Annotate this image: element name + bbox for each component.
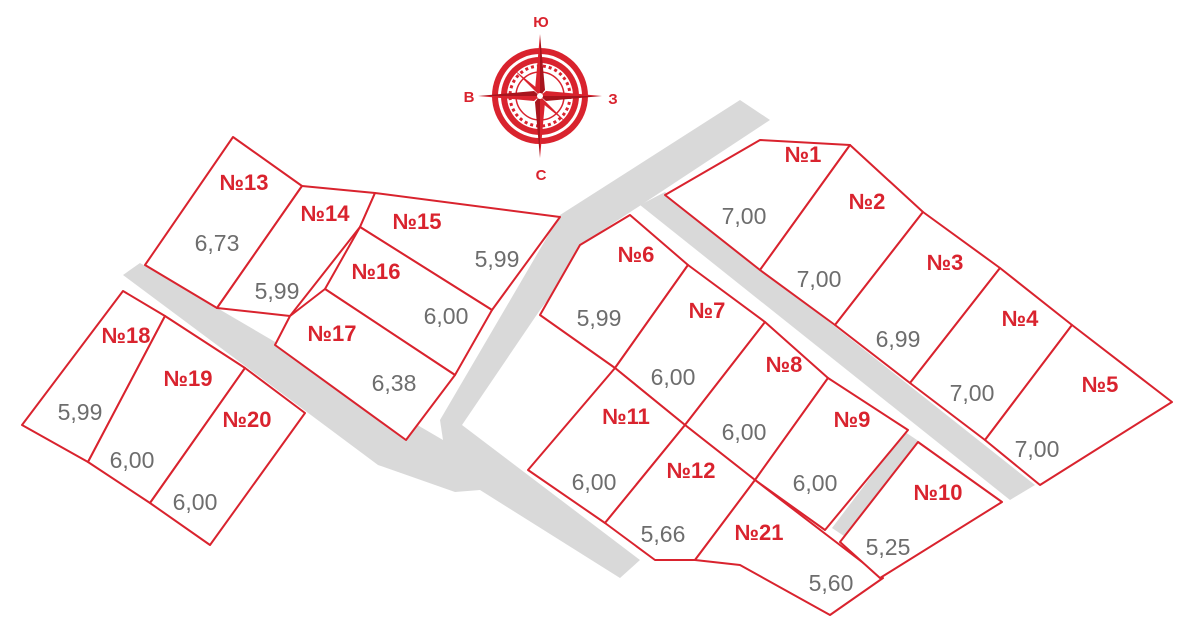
- plot-17[interactable]: [274, 288, 456, 441]
- compass-left-label: В: [464, 89, 475, 106]
- plot-3-label: №3: [927, 250, 964, 275]
- plot-10[interactable]: [839, 441, 1003, 579]
- plot-17-label: №17: [308, 321, 357, 346]
- compass-bottom-label: С: [536, 167, 547, 184]
- plot-6-label: №6: [618, 242, 655, 267]
- plot-19-area: 6,00: [110, 447, 155, 473]
- plot-11-area: 6,00: [572, 469, 617, 495]
- plot-3-area: 6,99: [876, 326, 921, 352]
- plot-6-area: 5,99: [577, 305, 622, 331]
- plot-17-area: 6,38: [372, 370, 417, 396]
- plot-19-label: №19: [164, 366, 213, 391]
- plot-16-area: 6,00: [424, 303, 469, 329]
- plot-20[interactable]: [149, 367, 306, 546]
- plot-9-area: 6,00: [793, 470, 838, 496]
- compass-right-label: З: [608, 91, 617, 108]
- plot-20-label: №20: [223, 407, 272, 432]
- road-main: [123, 100, 770, 578]
- plot-21-label: №21: [735, 520, 784, 545]
- plot-5-area: 7,00: [1015, 436, 1060, 462]
- plot-8-label: №8: [766, 352, 803, 377]
- plot-1-label: №1: [785, 142, 822, 167]
- plot-5[interactable]: [984, 324, 1173, 486]
- plot-7-label: №7: [689, 298, 726, 323]
- plot-16-label: №16: [352, 259, 401, 284]
- road-south-branch: [832, 432, 920, 540]
- plot-12-area: 5,66: [641, 521, 686, 547]
- plot-1-area: 7,00: [722, 203, 767, 229]
- plot-7-area: 6,00: [651, 364, 696, 390]
- road-east: [640, 192, 1035, 500]
- plot-9-label: №9: [834, 407, 871, 432]
- plot-15-label: №15: [393, 209, 442, 234]
- plot-12-label: №12: [667, 458, 716, 483]
- plot-10-area: 5,25: [866, 534, 911, 560]
- plot-2-area: 7,00: [797, 266, 842, 292]
- roads: [123, 100, 1035, 578]
- plot-labels: №13 №14 №15 №16 №17 №18 №19 №20 №1 №2 №3…: [102, 142, 1119, 545]
- plot-14-label: №14: [301, 201, 351, 226]
- plot-20-area: 6,00: [173, 489, 218, 515]
- plot-areas: 6,73 5,99 5,99 6,00 6,38 5,99 6,00 6,00 …: [58, 203, 1060, 596]
- plot-4-area: 7,00: [950, 380, 995, 406]
- plot-2-label: №2: [849, 189, 886, 214]
- plot-13-area: 6,73: [195, 230, 240, 256]
- plot-12[interactable]: [604, 424, 756, 561]
- compass-rose-icon: [478, 34, 602, 158]
- compass-top-label: Ю: [533, 14, 548, 31]
- plot-5-label: №5: [1082, 372, 1119, 397]
- plot-8-area: 6,00: [722, 419, 767, 445]
- plot-21-area: 5,60: [809, 570, 854, 596]
- plot-18-area: 5,99: [58, 399, 103, 425]
- plot-14-area: 5,99: [255, 278, 300, 304]
- plot-11-label: №11: [602, 404, 650, 429]
- plot-15-area: 5,99: [475, 246, 520, 272]
- plot-4-label: №4: [1002, 306, 1040, 331]
- plot-14[interactable]: [216, 185, 376, 317]
- plot-18-label: №18: [102, 323, 151, 348]
- plot-6[interactable]: [539, 214, 689, 369]
- plot-9[interactable]: [754, 377, 909, 531]
- plot-10-label: №10: [914, 480, 963, 505]
- plots: [21, 136, 1173, 616]
- plot-13-label: №13: [220, 170, 269, 195]
